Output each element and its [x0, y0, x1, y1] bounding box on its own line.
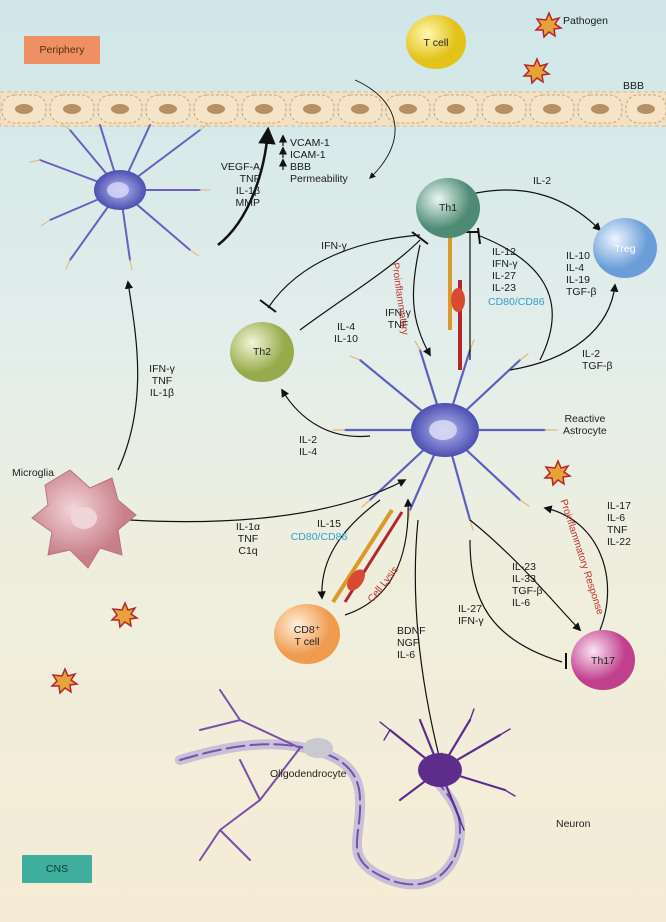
treg-cell-icon [593, 218, 657, 278]
reactive-astrocyte-label: Reactive Astrocyte [563, 413, 607, 437]
reactive-astrocyte-icon [332, 339, 558, 531]
th2-label: Th2 [252, 346, 272, 358]
label-il12-group: IL-12 IFN-γ IL-27 IL-23 [492, 246, 518, 294]
synapse-th1 [448, 235, 465, 370]
th1-label: Th1 [438, 202, 458, 214]
cns-label: CNS [22, 855, 92, 883]
bbb-layer [0, 91, 666, 127]
t-cell-icon [406, 15, 466, 69]
label-il27-ifng: IL-27 IFN-γ [458, 603, 484, 627]
label-il23-group: IL-23 IL-33 TGF-β IL-6 [512, 561, 543, 609]
pathogen-icon [50, 11, 573, 695]
pathogen-label: Pathogen [563, 15, 608, 27]
th1-cell-icon [416, 178, 480, 238]
astrocyte-bbb-icon [29, 123, 211, 271]
label-bbb-effects: VCAM-1 ICAM-1 BBB Permeability [290, 137, 348, 185]
label-cd80-cd86-2: CD80/CD86 [290, 531, 348, 543]
periphery-label: Periphery [24, 36, 100, 64]
cd8-label: CD8⁺ T cell [293, 624, 321, 648]
neuron-icon [379, 708, 516, 831]
label-bdnf-group: BDNF NGF IL-6 [397, 625, 426, 661]
oligodendrocyte-icon [175, 689, 466, 890]
th17-label: Th17 [591, 655, 615, 667]
neuron-body [418, 753, 462, 787]
label-il2-treg: IL-2 [532, 175, 552, 187]
treg-label: Treg [614, 243, 636, 255]
th2-cell-icon [230, 322, 294, 382]
label-il1a-group: IL-1α TNF C1q [235, 521, 261, 557]
label-il2-il4: IL-2 IL-4 [298, 434, 318, 458]
label-cd80-cd86-1: CD80/CD86 [488, 296, 545, 308]
cd8-cell-icon [274, 604, 340, 664]
label-treg-cytokines: IL-10 IL-4 IL-19 TGF-β [566, 250, 597, 298]
label-il4-il10: IL-4 IL-10 [334, 321, 358, 345]
synapse-cd8 [331, 508, 404, 604]
neuron-label: Neuron [556, 818, 591, 830]
th17-cell-icon [571, 630, 635, 690]
t-cell-label: T cell [423, 37, 449, 49]
microglia-label: Microglia [12, 467, 55, 479]
label-th17-cytokines: IL-17 IL-6 TNF IL-22 [607, 500, 631, 548]
label-ifng-tnf: IFN-γ TNF [385, 307, 411, 331]
label-il2-tgfb: IL-2 TGF-β [582, 348, 613, 372]
label-ifng-th1-th2: IFN-γ [321, 240, 347, 252]
oligodendrocyte-label: Oligodendrocyte [270, 768, 347, 780]
label-il15: IL-15 [317, 518, 341, 530]
bbb-label: BBB [623, 80, 645, 92]
label-vegf-group: VEGF-A TNF IL-1β MMP [220, 161, 260, 209]
arrows [117, 79, 619, 762]
label-microglia-cytokines: IFN-γ TNF IL-1β [149, 363, 175, 399]
